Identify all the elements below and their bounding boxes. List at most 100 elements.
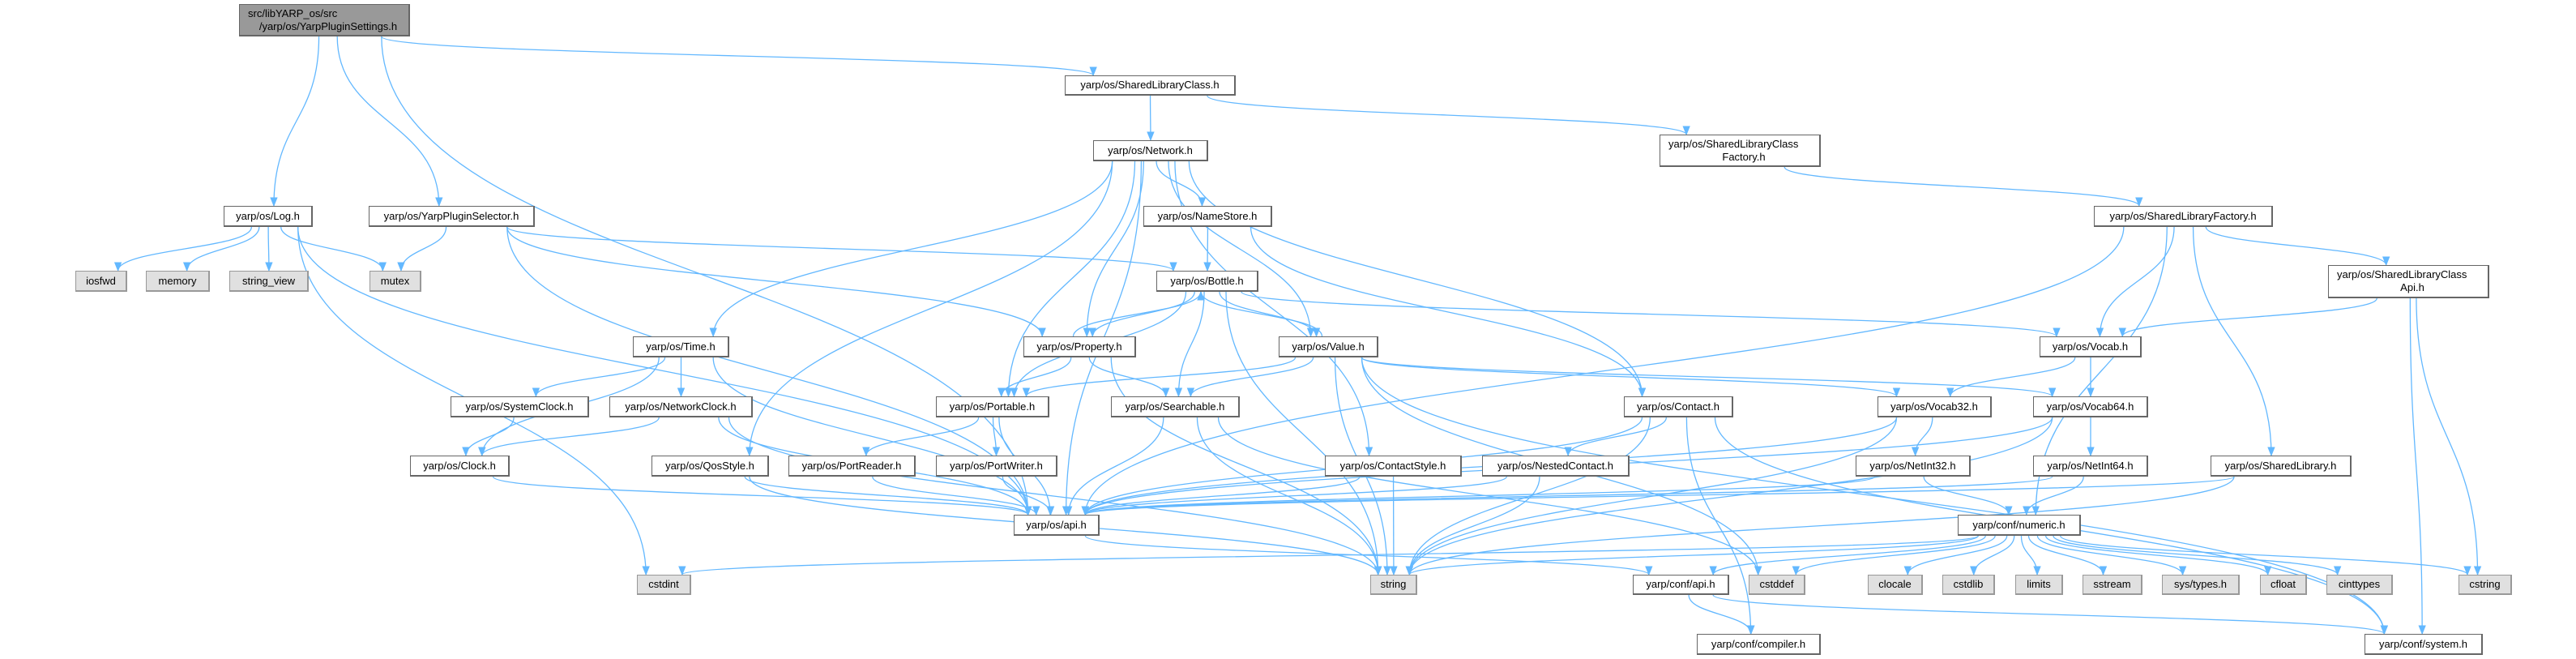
node-cstdint[interactable]: cstdint bbox=[637, 575, 691, 595]
node-cfloat[interactable]: cfloat bbox=[2260, 575, 2307, 595]
node-slclass[interactable]: yarp/os/SharedLibraryClass.h bbox=[1065, 75, 1236, 96]
edge-slfactory-to-osapi bbox=[1081, 226, 2125, 516]
node-portreader[interactable]: yarp/os/PortReader.h bbox=[788, 456, 916, 477]
node-system[interactable]: yarp/conf/system.h bbox=[2365, 634, 2483, 655]
edge-value-to-vocab64 bbox=[1361, 357, 2056, 398]
edge-numeric-to-sstream bbox=[2027, 535, 2108, 576]
edge-root-to-slclass bbox=[381, 36, 1097, 77]
node-network[interactable]: yarp/os/Network.h bbox=[1093, 140, 1208, 161]
edge-property-to-bottle bbox=[1072, 290, 1205, 337]
node-label: yarp/os/NetworkClock.h bbox=[625, 400, 737, 413]
node-selector[interactable]: yarp/os/YarpPluginSelector.h bbox=[369, 206, 535, 227]
edge-bottle-to-vocab bbox=[1241, 291, 2061, 338]
node-cstring[interactable]: cstring bbox=[2459, 575, 2512, 595]
node-label: yarp/os/NestedContact.h bbox=[1497, 459, 1614, 472]
node-label: yarp/os/SharedLibraryClass bbox=[1668, 137, 1799, 150]
node-label: cinttypes bbox=[2338, 578, 2381, 590]
node-namestore[interactable]: yarp/os/NameStore.h bbox=[1143, 206, 1272, 227]
node-label: yarp/os/Searchable.h bbox=[1125, 400, 1225, 413]
node-label: yarp/conf/system.h bbox=[2378, 637, 2468, 650]
edge-contact-to-nestedcontact bbox=[1564, 417, 1667, 457]
node-label: memory bbox=[158, 274, 197, 287]
node-memory[interactable]: memory bbox=[146, 271, 210, 292]
node-label: yarp/os/SharedLibraryClass bbox=[2337, 268, 2467, 280]
node-label: string_view bbox=[241, 274, 296, 287]
node-confapi[interactable]: yarp/conf/api.h bbox=[1633, 575, 1729, 595]
edge-networkclock-to-clock bbox=[478, 417, 660, 457]
node-label: yarp/os/NetInt32.h bbox=[1869, 459, 1956, 472]
node-compiler[interactable]: yarp/conf/compiler.h bbox=[1697, 634, 1821, 655]
node-label: yarp/conf/compiler.h bbox=[1711, 637, 1806, 650]
node-label: yarp/os/ContactStyle.h bbox=[1339, 459, 1446, 472]
node-slfactory[interactable]: yarp/os/SharedLibraryFactory.h bbox=[2094, 206, 2273, 227]
node-netint32[interactable]: yarp/os/NetInt32.h bbox=[1856, 456, 1971, 477]
node-property[interactable]: yarp/os/Property.h bbox=[1023, 336, 1136, 357]
node-clocale[interactable]: clocale bbox=[1868, 575, 1923, 595]
node-portable[interactable]: yarp/os/Portable.h bbox=[936, 396, 1049, 417]
node-cinttypes[interactable]: cinttypes bbox=[2326, 575, 2393, 595]
node-portwriter[interactable]: yarp/os/PortWriter.h bbox=[936, 456, 1057, 477]
node-vocab64[interactable]: yarp/os/Vocab64.h bbox=[2033, 396, 2148, 417]
edge-vocab-to-vocab32 bbox=[1946, 357, 2076, 398]
node-label: yarp/os/Vocab64.h bbox=[2046, 400, 2134, 413]
node-contactstyle[interactable]: yarp/os/ContactStyle.h bbox=[1325, 456, 1462, 477]
node-contact[interactable]: yarp/os/Contact.h bbox=[1624, 396, 1733, 417]
node-label: mutex bbox=[380, 274, 410, 287]
node-label: yarp/os/Time.h bbox=[646, 340, 716, 353]
node-vocab32[interactable]: yarp/os/Vocab32.h bbox=[1878, 396, 1992, 417]
node-netint64[interactable]: yarp/os/NetInt64.h bbox=[2033, 456, 2148, 477]
node-qosstyle[interactable]: yarp/os/QosStyle.h bbox=[651, 456, 769, 477]
node-root[interactable]: src/libYARP_os/src/yarp/os/YarpPluginSet… bbox=[239, 4, 410, 36]
node-mutex[interactable]: mutex bbox=[370, 271, 421, 292]
node-cstdlib[interactable]: cstdlib bbox=[1942, 575, 1995, 595]
node-iosfwd[interactable]: iosfwd bbox=[75, 271, 127, 292]
node-limits[interactable]: limits bbox=[2015, 575, 2063, 595]
node-cstddef[interactable]: cstddef bbox=[1749, 575, 1805, 595]
node-searchable[interactable]: yarp/os/Searchable.h bbox=[1111, 396, 1240, 417]
node-osapi[interactable]: yarp/os/api.h bbox=[1014, 515, 1100, 536]
edge-nestedcontact-to-osapi bbox=[1081, 476, 1507, 516]
edge-contactstyle-to-osapi bbox=[1081, 476, 1361, 516]
edge-systemclock-to-clock bbox=[462, 417, 515, 457]
node-vocab[interactable]: yarp/os/Vocab.h bbox=[2040, 336, 2142, 357]
edge-log-to-memory bbox=[183, 226, 260, 272]
node-sharedlibrary[interactable]: yarp/os/SharedLibrary.h bbox=[2211, 456, 2352, 477]
edge-portreader-to-osapi bbox=[872, 476, 1040, 516]
node-label: yarp/os/Vocab.h bbox=[2052, 340, 2129, 353]
node-networkclock[interactable]: yarp/os/NetworkClock.h bbox=[609, 396, 753, 417]
node-string[interactable]: string bbox=[1370, 575, 1417, 595]
edge-numeric-to-cstring bbox=[2060, 535, 2471, 576]
node-label: yarp/os/QosStyle.h bbox=[665, 459, 754, 472]
edge-nestedcontact-to-string bbox=[1405, 476, 1540, 576]
node-label: yarp/os/Property.h bbox=[1036, 340, 1122, 353]
edge-slfactory-to-vocab bbox=[2095, 226, 2175, 338]
node-systemclock[interactable]: yarp/os/SystemClock.h bbox=[451, 396, 589, 417]
node-label: yarp/os/SharedLibraryFactory.h bbox=[2109, 209, 2257, 222]
node-log[interactable]: yarp/os/Log.h bbox=[224, 206, 313, 227]
edge-contact-to-compiler bbox=[1685, 417, 1755, 635]
node-bottle[interactable]: yarp/os/Bottle.h bbox=[1156, 271, 1258, 292]
node-string_view[interactable]: string_view bbox=[229, 271, 309, 292]
node-value[interactable]: yarp/os/Value.h bbox=[1279, 336, 1378, 357]
node-label: Factory.h bbox=[1722, 150, 1766, 163]
edge-slfactory-to-slcapi bbox=[2205, 226, 2390, 267]
node-label: cstring bbox=[2469, 578, 2501, 590]
node-label: yarp/os/Log.h bbox=[236, 209, 300, 222]
edge-netint64-to-osapi bbox=[1082, 476, 2053, 516]
edge-network-to-value bbox=[1168, 160, 1315, 338]
edge-numeric-to-confapi bbox=[1709, 535, 1986, 576]
node-label: yarp/os/Clock.h bbox=[423, 459, 496, 472]
node-numeric[interactable]: yarp/conf/numeric.h bbox=[1958, 515, 2081, 536]
node-systypes[interactable]: sys/types.h bbox=[2162, 575, 2240, 595]
node-clock[interactable]: yarp/os/Clock.h bbox=[410, 456, 510, 477]
edge-time-to-systemclock bbox=[532, 357, 666, 398]
node-sstream[interactable]: sstream bbox=[2083, 575, 2142, 595]
node-nestedcontact[interactable]: yarp/os/NestedContact.h bbox=[1482, 456, 1630, 477]
edge-value-to-bottle bbox=[1197, 290, 1323, 337]
edge-value-to-vocab32 bbox=[1361, 357, 1900, 398]
node-time[interactable]: yarp/os/Time.h bbox=[633, 336, 729, 357]
node-label: /yarp/os/YarpPluginSettings.h bbox=[258, 19, 398, 32]
